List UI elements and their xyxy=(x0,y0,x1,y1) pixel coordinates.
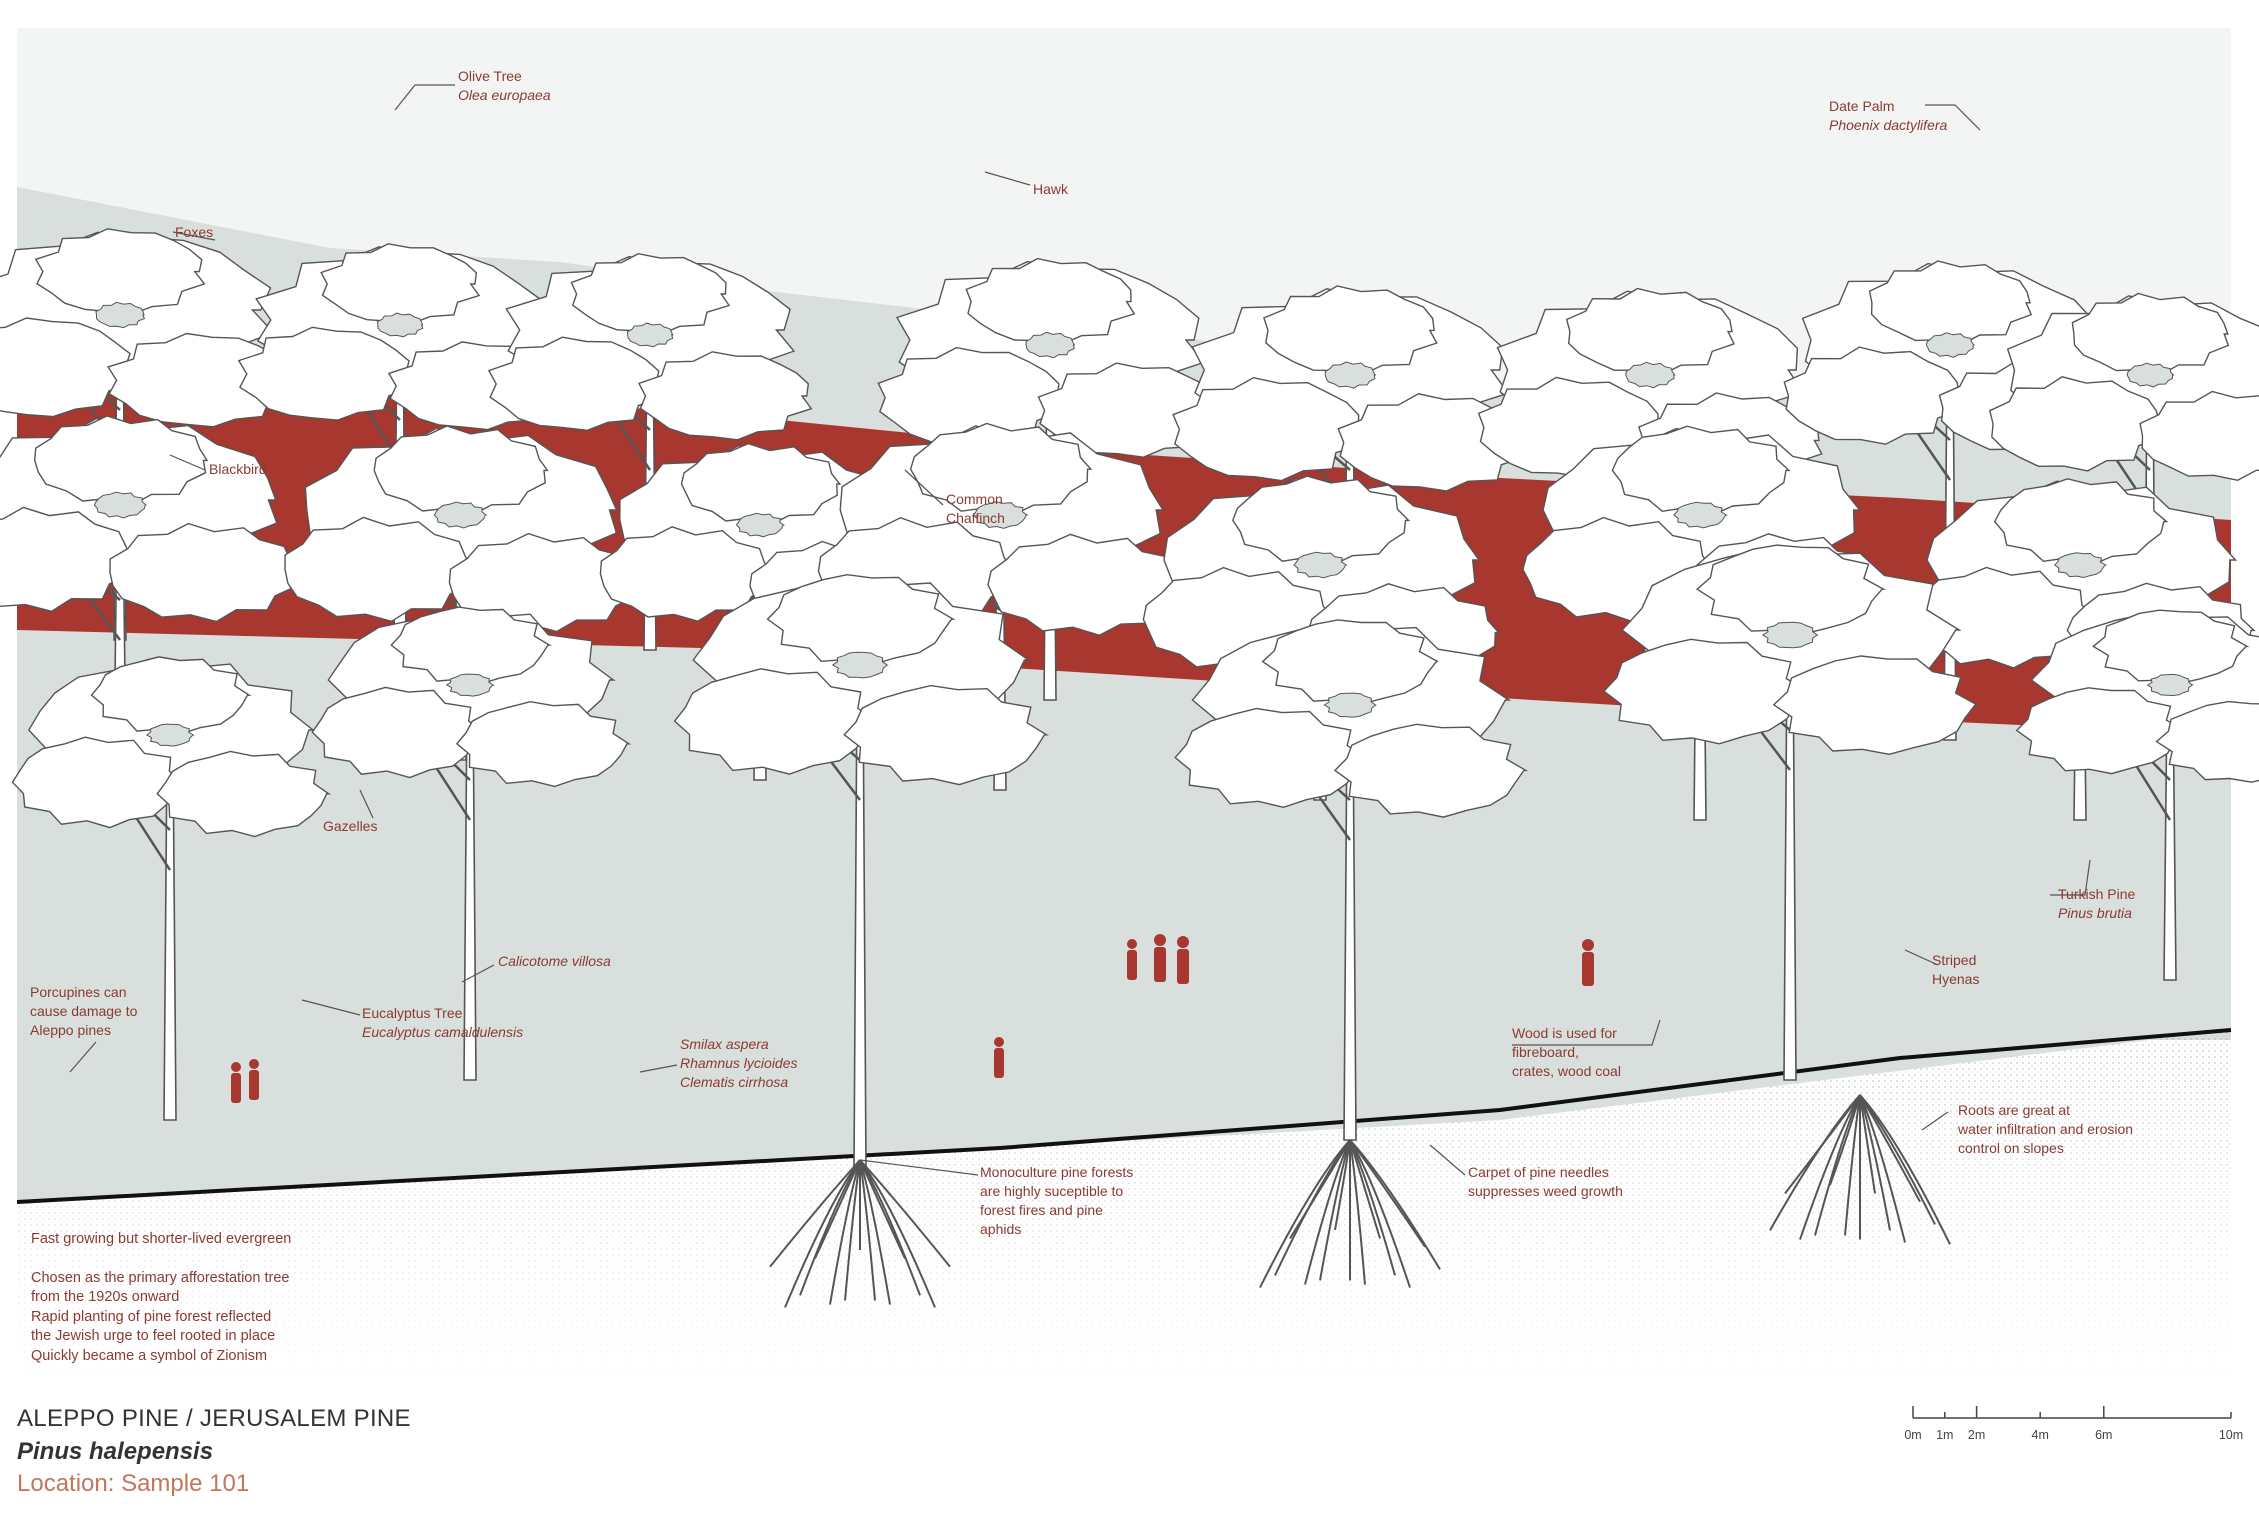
label-foxes: Foxes xyxy=(175,224,214,240)
pine-tree xyxy=(877,257,1224,701)
root-branch xyxy=(1259,1139,1351,1288)
root-branch xyxy=(844,1159,861,1301)
scale-tick-label: 1m xyxy=(1936,1428,1954,1442)
root-branch xyxy=(1859,1094,1876,1194)
root-branch xyxy=(1319,1139,1351,1281)
pine-tree xyxy=(2015,609,2259,981)
note-line: from the 1920s onward xyxy=(31,1289,180,1305)
pine-tree xyxy=(0,415,299,761)
root-branch xyxy=(769,1159,861,1268)
root-branch xyxy=(1349,1139,1366,1285)
pine-tree xyxy=(487,252,813,651)
scale-tick-label: 2m xyxy=(1967,1428,1986,1442)
root-branch xyxy=(859,1159,876,1301)
root-branch xyxy=(1349,1139,1381,1239)
scale-tick-label: 6m xyxy=(2095,1428,2113,1442)
root-branch xyxy=(1829,1094,1861,1186)
person-figure xyxy=(1582,939,1594,986)
root-branch xyxy=(1859,1094,1951,1245)
ground-line xyxy=(16,1028,2232,1204)
root-branch xyxy=(814,1159,861,1259)
notes-block: Fast growing but shorter-lived evergreen… xyxy=(31,1230,291,1366)
pine-tree xyxy=(1174,619,1529,1141)
pine-tree xyxy=(673,573,1049,1171)
note-line: Rapid planting of pine forest reflected xyxy=(31,1308,272,1325)
common-name-title: ALEPPO PINE / JERUSALEM PINE xyxy=(17,1405,411,1432)
pine-tree xyxy=(1602,544,1980,1081)
scale-tick-label: 10m xyxy=(2218,1428,2244,1442)
root-branch xyxy=(799,1159,861,1296)
person-figure xyxy=(1154,934,1166,982)
root-branch xyxy=(1814,1094,1861,1236)
root-branch xyxy=(1289,1139,1351,1239)
note-line: Quickly became a symbol of Zionism xyxy=(31,1347,268,1364)
tree-group xyxy=(0,228,2259,1171)
scale-tick-label: 4m xyxy=(2031,1428,2049,1442)
root-branch xyxy=(859,1159,921,1296)
root-branch xyxy=(784,1159,861,1308)
note-line: Fast growing but shorter-lived evergreen xyxy=(31,1231,292,1247)
location-label: Location: Sample 101 xyxy=(17,1470,250,1497)
root-branch xyxy=(1349,1139,1396,1276)
label-calicotome: Calicotome villosa xyxy=(498,953,611,969)
note-line: the Jewish urge to feel rooted in place xyxy=(31,1328,276,1344)
person-figure xyxy=(994,1037,1004,1078)
root-branch xyxy=(1859,1094,1891,1231)
root-branch xyxy=(1349,1139,1411,1288)
root-branch xyxy=(1349,1139,1441,1270)
label-hawk: Hawk xyxy=(1033,181,1069,197)
root-branch xyxy=(859,1159,891,1305)
pine-tree xyxy=(11,656,331,1121)
person-figure xyxy=(1177,936,1189,984)
pine-tree xyxy=(311,606,632,1081)
latin-name: Pinus halepensis xyxy=(17,1438,214,1465)
scale-bar xyxy=(1912,1406,2232,1419)
root-branch xyxy=(829,1159,861,1305)
person-figure xyxy=(1127,939,1137,980)
root-branch xyxy=(1784,1094,1861,1195)
scale-tick-label: 0m xyxy=(1904,1428,1922,1442)
note-line: Chosen as the primary afforestation tree xyxy=(31,1269,290,1286)
root-branch xyxy=(1799,1094,1861,1240)
pine-tree xyxy=(1172,285,1529,691)
label-gazelles: Gazelles xyxy=(323,818,378,834)
pine-tree xyxy=(817,422,1186,791)
root-systems xyxy=(769,1094,1951,1308)
root-branch xyxy=(1334,1139,1351,1231)
pine-tree xyxy=(284,425,639,761)
person-figure xyxy=(231,1062,241,1103)
root-branch xyxy=(1859,1094,1906,1243)
root-branch xyxy=(1844,1094,1861,1236)
people-silhouettes xyxy=(231,934,1594,1103)
leader-lines xyxy=(69,84,2091,1176)
root-branch xyxy=(859,1159,951,1268)
soil-section xyxy=(17,1030,2231,1380)
label-blackbird: Blackbird xyxy=(209,461,267,477)
root-branch xyxy=(1304,1139,1351,1285)
note-gap xyxy=(31,1250,291,1269)
person-figure xyxy=(249,1059,259,1100)
root-branch xyxy=(859,1159,936,1308)
